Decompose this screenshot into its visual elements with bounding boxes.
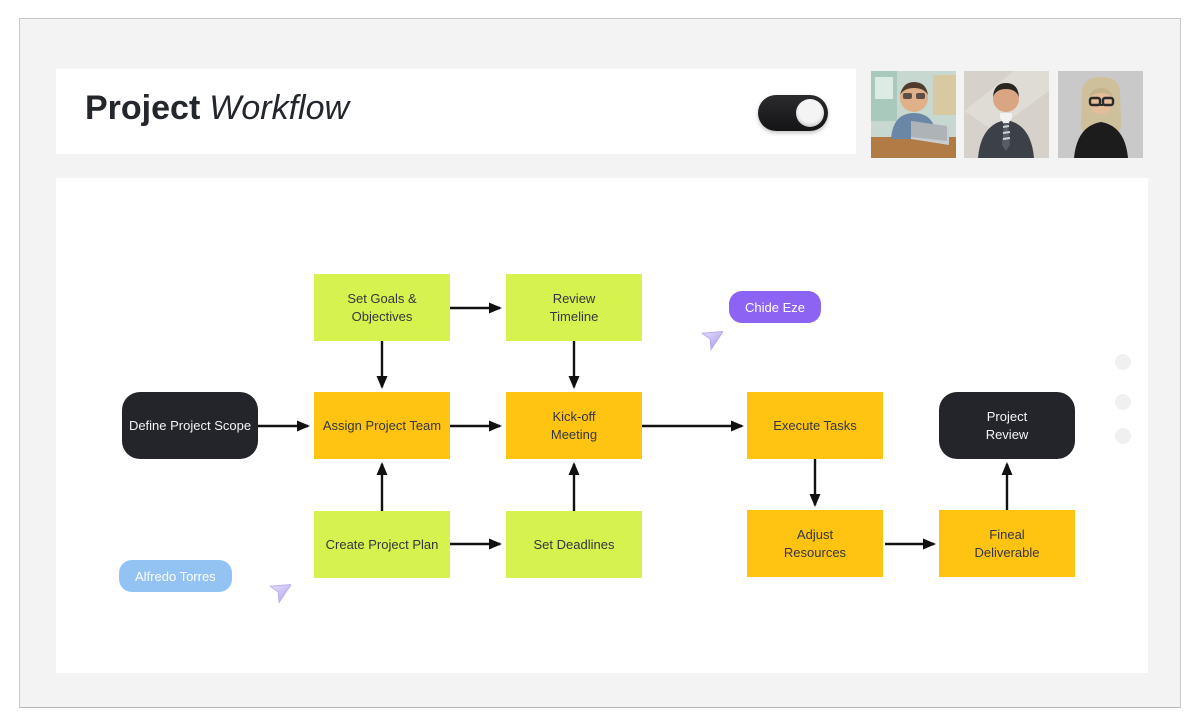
avatar-man-in-suit-image [964, 71, 1049, 158]
whiteboard-canvas[interactable]: Define Project Scope Set Goals & Objecti… [56, 178, 1148, 673]
node-create-project-plan[interactable]: Create Project Plan [314, 511, 450, 578]
avatar-man-in-suit[interactable] [964, 71, 1049, 158]
node-assign-project-team[interactable]: Assign Project Team [314, 392, 450, 459]
node-adjust-resources[interactable]: Adjust Resources [747, 510, 883, 577]
node-fineal-deliverable[interactable]: Fineal Deliverable [939, 510, 1075, 577]
theme-toggle-knob [796, 99, 824, 127]
theme-toggle[interactable] [758, 95, 828, 131]
canvas-dot-2 [1115, 394, 1131, 410]
collab-cursor-label-chide-eze: Chide Eze [729, 291, 821, 323]
page-title-italic: Workflow [209, 89, 350, 127]
page-title-bold: Project [85, 89, 201, 127]
collaborator-avatars [871, 71, 1163, 158]
node-execute-tasks[interactable]: Execute Tasks [747, 392, 883, 459]
avatar-man-with-laptop[interactable] [871, 71, 956, 158]
node-project-review[interactable]: Project Review [939, 392, 1075, 459]
avatar-man-with-laptop-image [871, 71, 956, 158]
node-define-project-scope[interactable]: Define Project Scope [122, 392, 258, 459]
avatar-woman-with-glasses[interactable] [1058, 71, 1143, 158]
collab-cursor-icon-alfredo-torres [268, 583, 291, 604]
collab-cursor-icon-chide-eze [700, 330, 723, 351]
node-kick-off-meeting[interactable]: Kick-off Meeting [506, 392, 642, 459]
node-set-deadlines[interactable]: Set Deadlines [506, 511, 642, 578]
canvas-dot-1 [1115, 354, 1131, 370]
node-set-goals-objectives[interactable]: Set Goals & Objectives [314, 274, 450, 341]
node-review-timeline[interactable]: Review Timeline [506, 274, 642, 341]
collab-cursor-label-alfredo-torres: Alfredo Torres [119, 560, 232, 592]
canvas-dot-3 [1115, 428, 1131, 444]
avatar-woman-with-glasses-image [1058, 71, 1143, 158]
